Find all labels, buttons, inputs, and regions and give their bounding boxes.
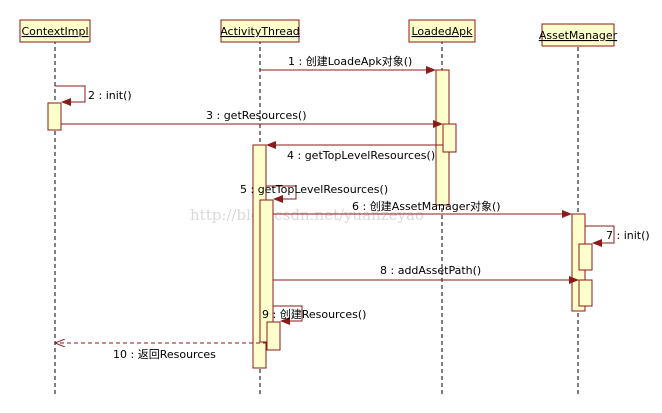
activation-context-impl-init — [47, 102, 62, 131]
message-9-label: 9 : 创建Resources() — [262, 307, 366, 321]
message-5-arrow — [266, 185, 297, 203]
message-2-label: 2 : init() — [88, 89, 132, 102]
message-6-label: 6 : 创建AssetManager对象() — [352, 199, 501, 213]
object-loaded-apk: LoadedApk — [408, 19, 476, 43]
watermark-text: http://blog.csdn.net/yuanzeyao — [190, 206, 424, 224]
message-10-label: 10 : 返回Resources — [113, 348, 216, 361]
message-8-label: 8 : addAssetPath() — [380, 264, 481, 277]
message-2-arrow — [55, 85, 86, 106]
object-context-impl: ContextImpl — [19, 19, 91, 43]
object-activity-thread: ActivityThread — [220, 19, 300, 43]
message-1-label: 1 : 创建LoadeApk对象() — [288, 54, 412, 68]
object-activity-thread-label: ActivityThread — [220, 25, 300, 38]
message-5-label: 5 : getTopLevelResources() — [240, 183, 388, 196]
message-3-label: 3 : getResources() — [206, 109, 307, 122]
message-7-label: 7 : init() — [606, 229, 650, 242]
object-loaded-apk-label: LoadedApk — [411, 25, 473, 38]
activation-asset-manager-init — [578, 243, 593, 271]
activation-asset-manager-add-asset-path — [578, 279, 593, 307]
activation-activity-thread-create-resources — [266, 321, 281, 351]
object-asset-manager: AssetManager — [539, 23, 618, 47]
activation-loaded-apk-get-resources — [442, 123, 457, 153]
message-4-label: 4 : getTopLevelResources() — [287, 149, 435, 162]
object-asset-manager-label: AssetManager — [539, 29, 618, 42]
message-9-arrow — [273, 305, 303, 325]
object-context-impl-label: ContextImpl — [21, 25, 88, 38]
message-7-arrow — [585, 225, 615, 247]
